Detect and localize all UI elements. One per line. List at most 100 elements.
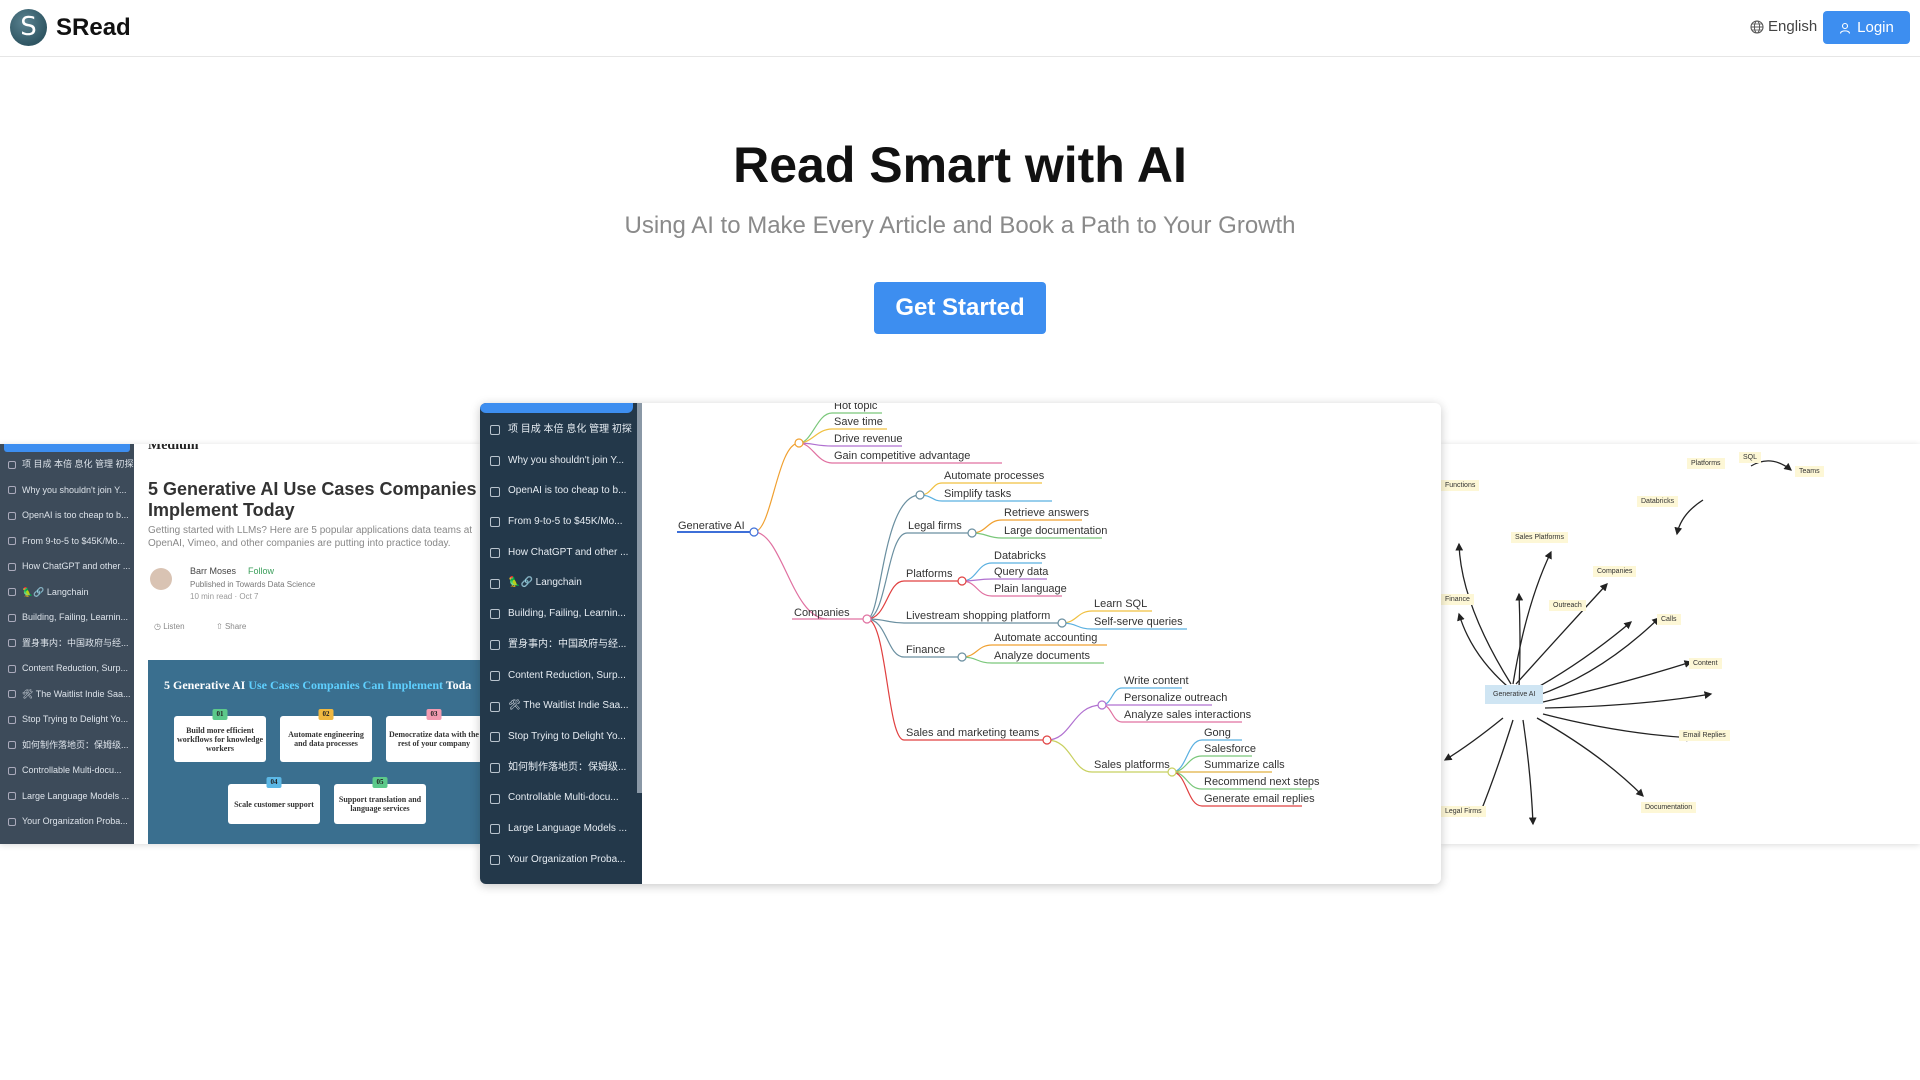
- sidebar-article-item: OpenAI is too cheap to b...: [0, 503, 134, 529]
- logo-icon[interactable]: S: [10, 9, 47, 46]
- sidebar-article-item: 🛠 The Waitlist Indie Saa...: [0, 682, 134, 708]
- login-label: Login: [1857, 19, 1894, 36]
- use-case-text: Automate engineering and data processes: [288, 730, 364, 748]
- sidebar-article-item: 项 目成 本倍 息化 管理 初探: [0, 452, 134, 478]
- graph-node: Functions: [1441, 480, 1480, 491]
- sidebar-article-label: How ChatGPT and other ...: [22, 561, 131, 571]
- sidebar-article-item: 如何制作落地页：保姆级...: [0, 733, 134, 759]
- mindmap-node: Save time: [834, 416, 883, 428]
- graph-node: Databricks: [1637, 496, 1679, 507]
- mindmap-node: Legal firms: [908, 520, 962, 532]
- sidebar-article-label: Large Language Models ...: [22, 790, 130, 801]
- document-icon: [8, 588, 16, 597]
- mindmap-node: Plain language: [994, 583, 1067, 595]
- banner-highlight: Use Cases Companies Can Implement: [248, 678, 443, 692]
- graph-node: Sales Platforms: [1511, 532, 1569, 543]
- mindmap-node: Self-serve queries: [1094, 616, 1183, 628]
- graph-node: Platforms: [1687, 458, 1725, 469]
- brand-name[interactable]: SRead: [56, 14, 131, 41]
- sidebar-article-item: Building, Failing, Learnin...: [480, 599, 637, 630]
- document-icon: [490, 762, 500, 773]
- sidebar-article-label: From 9-to-5 to $45K/Mo...: [508, 516, 623, 528]
- use-case-number: 03: [426, 709, 442, 720]
- sidebar-article-item: Why you shouldn't join Y...: [0, 478, 134, 504]
- globe-icon: [1750, 19, 1764, 34]
- mindmap-node: Gain competitive advantage: [834, 450, 971, 462]
- sidebar-article-label: How ChatGPT and other ...: [508, 546, 629, 558]
- sidebar-article-item: Controllable Multi-docu...: [480, 783, 637, 814]
- publication-name: Towards Data Science: [235, 580, 316, 589]
- graph-node: Teams: [1795, 466, 1824, 477]
- get-started-button[interactable]: Get Started: [874, 282, 1046, 334]
- sidebar-active-bar: [4, 444, 130, 452]
- sidebar-article-item: Your Organization Proba...: [480, 845, 637, 876]
- sidebar-article-label: Content Reduction, Surp...: [508, 669, 626, 681]
- sidebar-article-label: Stop Trying to Delight Yo...: [508, 730, 626, 742]
- document-icon: [8, 664, 16, 673]
- graph-node: Email Replies: [1679, 730, 1730, 741]
- sidebar-article-item: Large Language Models ...: [480, 814, 637, 845]
- use-case-number: 05: [372, 777, 388, 788]
- document-icon: [8, 792, 16, 801]
- sidebar-article-label: Your Organization Proba...: [508, 853, 626, 865]
- mindmap-branches: [677, 412, 1312, 807]
- use-case-number: 02: [318, 709, 334, 720]
- mindmap-node: Retrieve answers: [1004, 507, 1089, 519]
- document-icon: [490, 793, 500, 804]
- mindmap-node: Summarize calls: [1204, 759, 1285, 771]
- sidebar-article-item: 如何制作落地页：保姆级...: [480, 753, 637, 784]
- document-icon: [490, 854, 500, 865]
- document-icon: [8, 766, 16, 775]
- use-case-number: 01: [212, 709, 228, 720]
- document-icon: [490, 732, 500, 743]
- banner-title: 5 Generative AI Use Cases Companies Can …: [164, 678, 471, 693]
- sidebar-article-label: From 9-to-5 to $45K/Mo...: [22, 535, 126, 546]
- mindmap-canvas: Generative AI Hot topic Save time Drive …: [642, 403, 1441, 884]
- use-case-number: 04: [266, 777, 282, 788]
- sidebar-article-label: 如何制作落地页：保姆级...: [22, 739, 129, 750]
- sidebar-article-label: 🦜🔗 Langchain: [22, 586, 89, 597]
- document-icon: [8, 817, 16, 826]
- sidebar-article-label: Building, Failing, Learnin...: [508, 608, 626, 620]
- graph-node: Outreach: [1549, 600, 1586, 611]
- mindmap-node: Drive revenue: [834, 433, 903, 445]
- mindmap-node: Automate accounting: [994, 632, 1098, 644]
- sidebar-article-item: Large Language Models ...: [0, 784, 134, 810]
- sidebar-article-label: OpenAI is too cheap to b...: [22, 510, 129, 520]
- document-icon: [8, 460, 16, 469]
- publication-line: Published in Towards Data Science: [190, 580, 315, 589]
- document-icon: [490, 425, 500, 436]
- sidebar-article-label: Large Language Models ...: [508, 822, 627, 834]
- graph-node: Calls: [1657, 614, 1681, 625]
- login-button[interactable]: Login: [1823, 11, 1910, 44]
- share-label: Share: [224, 622, 247, 631]
- sidebar-article-label: 如何制作落地页：保姆级...: [508, 761, 627, 773]
- mindmap-node: Query data: [994, 566, 1049, 578]
- graph-node: SQL: [1739, 452, 1762, 463]
- document-icon: [8, 537, 16, 546]
- mindmap-node: Write content: [1124, 675, 1189, 687]
- document-icon: [8, 486, 16, 495]
- article-description: Getting started with LLMs? Here are 5 po…: [148, 525, 473, 549]
- article-title-line2: Implement Today: [148, 500, 295, 520]
- graph-node: Documentation: [1641, 802, 1697, 813]
- mindmap-node: Livestream shopping platform: [906, 610, 1051, 622]
- sidebar-article-label: 🦜🔗 Langchain: [508, 577, 582, 589]
- document-icon: [490, 609, 500, 620]
- sidebar-article-item: How ChatGPT and other ...: [0, 554, 134, 580]
- user-icon: [1840, 22, 1851, 34]
- sidebar-article-item: Stop Trying to Delight Yo...: [0, 707, 134, 733]
- sidebar-article-item: From 9-to-5 to $45K/Mo...: [0, 529, 134, 555]
- sidebar-article-item: 🛠 The Waitlist Indie Saa...: [480, 691, 637, 722]
- sidebar-article-item: Controllable Multi-docu...: [0, 758, 134, 784]
- sidebar-article-label: Building, Failing, Learnin...: [22, 612, 129, 622]
- sidebar-article-label: Controllable Multi-docu...: [22, 765, 122, 775]
- graph-edges: [1443, 460, 1793, 826]
- language-selector[interactable]: English: [1750, 18, 1817, 35]
- mindmap-node: Sales platforms: [1094, 759, 1170, 771]
- graph-center-node: Generative AI: [1485, 685, 1544, 704]
